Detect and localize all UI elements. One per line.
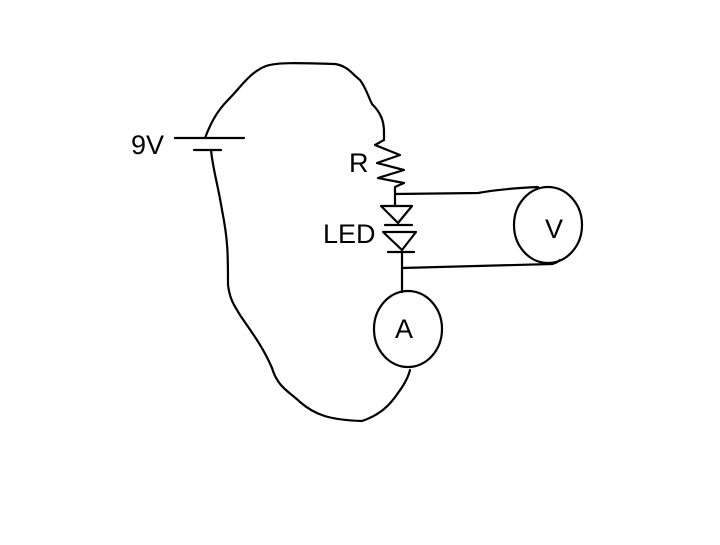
led-triangle-2 — [381, 230, 418, 252]
ammeter-label: A — [395, 314, 413, 344]
voltmeter-label: V — [545, 214, 563, 244]
wire-top-loop — [203, 62, 386, 140]
battery-label: 9V — [131, 130, 164, 160]
ammeter-circle — [372, 289, 444, 369]
led-label: LED — [323, 219, 376, 249]
voltmeter-lead-top — [393, 185, 540, 196]
resistor-label: R — [349, 148, 369, 178]
resistor-symbol — [373, 130, 406, 196]
wire-bottom-loop — [209, 148, 412, 423]
led-triangle-1 — [379, 204, 414, 225]
voltmeter-circle — [512, 185, 584, 265]
